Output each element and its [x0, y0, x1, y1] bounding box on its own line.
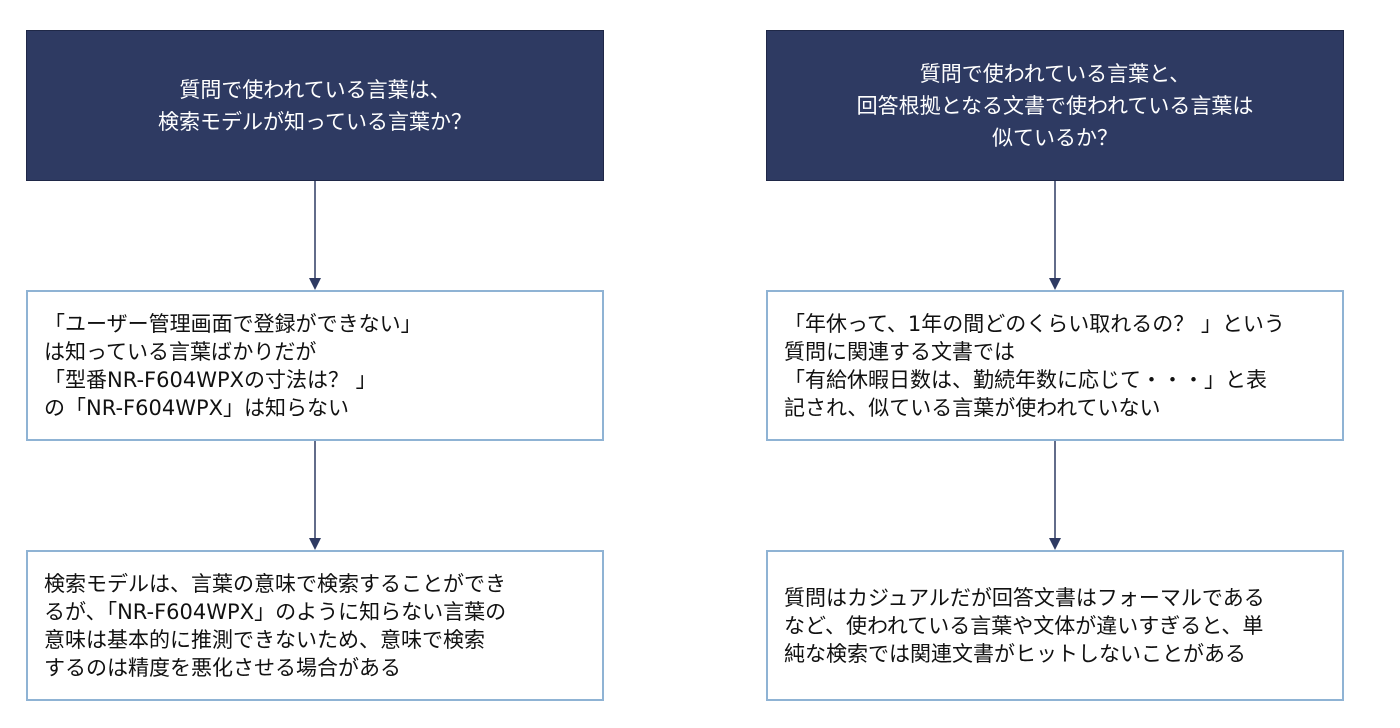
left-question-line: 検索モデルが知っている言葉か？ [158, 109, 472, 134]
right-question-box: 質問で使われている言葉と、 回答根拠となる文書で使われている言葉は 似ているか？ [766, 30, 1344, 181]
right-example-line: 「有給休暇日数は、勤続年数に応じて・・・」と表 [784, 367, 1267, 392]
right-conclusion-line: 質問はカジュアルだが回答文書はフォーマルである [784, 585, 1265, 610]
right-example-line: 記され、似ている言葉が使われていない [784, 395, 1161, 420]
left-example-line: 「型番NR-F604WPXの寸法は？ 」 [44, 367, 377, 392]
right-example-box: 「年休って、1年の間どのくらい取れるの？ 」という 質問に関連する文書では 「有… [766, 290, 1344, 441]
left-conclusion-line: するのは精度を悪化させる場合がある [44, 655, 401, 680]
right-example-line: 「年休って、1年の間どのくらい取れるの？ 」という [784, 311, 1285, 336]
left-example-line: の「NR-F604WPX」は知らない [44, 395, 350, 420]
left-question-line: 質問で使われている言葉は、 [179, 77, 451, 102]
right-conclusion-line: など、使われている言葉や文体が違いすぎると、単 [784, 613, 1264, 638]
right-question-line: 似ているか？ [992, 125, 1118, 150]
right-example-line: 質問に関連する文書では [784, 339, 1015, 364]
right-question-line: 回答根拠となる文書で使われている言葉は [856, 93, 1254, 118]
left-example-line: 「ユーザー管理画面で登録ができない」 [44, 311, 422, 336]
left-conclusion-line: るが、「NR-F604WPX」のように知らない言葉の [44, 599, 507, 624]
left-example-line: は知っている言葉ばかりだが [44, 339, 317, 364]
left-conclusion-line: 検索モデルは、言葉の意味で検索することができ [44, 571, 506, 596]
right-conclusion-line: 純な検索では関連文書がヒットしないことがある [784, 641, 1246, 666]
right-conclusion-box: 質問はカジュアルだが回答文書はフォーマルである など、使われている言葉や文体が違… [766, 550, 1344, 701]
left-conclusion-line: 意味は基本的に推測できないため、意味で検索 [44, 627, 485, 652]
left-question-box: 質問で使われている言葉は、 検索モデルが知っている言葉か？ [26, 30, 604, 181]
left-example-box: 「ユーザー管理画面で登録ができない」 は知っている言葉ばかりだが 「型番NR-F… [26, 290, 604, 441]
left-conclusion-box: 検索モデルは、言葉の意味で検索することができ るが、「NR-F604WPX」のよ… [26, 550, 604, 701]
right-question-line: 質問で使われている言葉と、 [919, 61, 1191, 86]
